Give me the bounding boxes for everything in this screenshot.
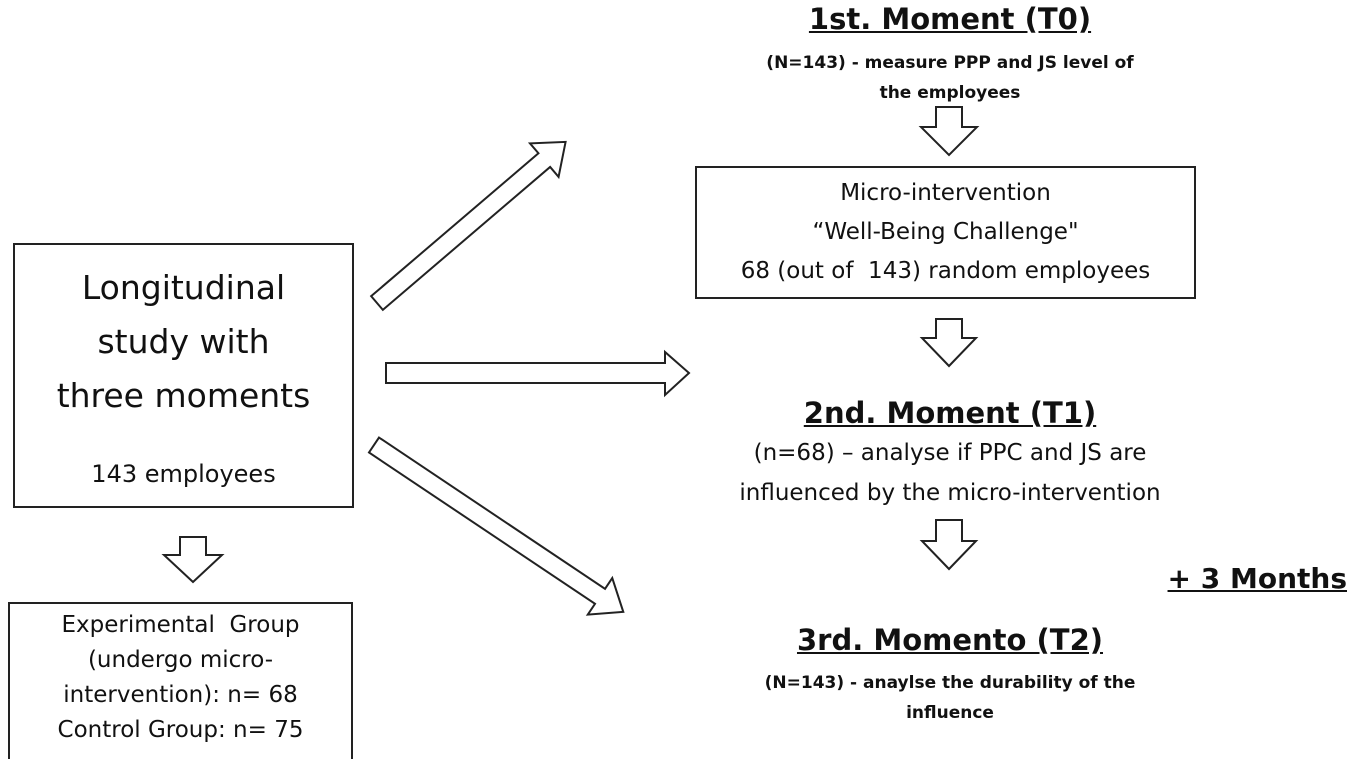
moment-t1-desc-line-1: (n=68) – analyse if PPC and JS are bbox=[753, 440, 1147, 466]
intervention-title: Micro-intervention bbox=[840, 180, 1051, 206]
groups-box: Experimental Group (undergo micro- inter… bbox=[8, 602, 353, 759]
moment-t1-title: 2nd. Moment (T1) bbox=[803, 396, 1097, 430]
arrow-to-t2 bbox=[367, 436, 625, 616]
control-group-label: Control Group: n= 75 bbox=[57, 717, 304, 743]
arrow-down-main bbox=[161, 536, 225, 584]
arrow-to-t0 bbox=[369, 140, 567, 312]
moment-t0: 1st. Moment (T0) (N=143) - measure PPP a… bbox=[660, 0, 1240, 108]
study-title-line-3: three moments bbox=[56, 376, 311, 415]
arrow-down-t0 bbox=[918, 106, 980, 157]
moment-t1-description: (n=68) – analyse if PPC and JS are influ… bbox=[660, 433, 1240, 513]
intervention-sample: 68 (out of 143) random employees bbox=[740, 258, 1151, 284]
study-overview-box: Longitudinal study with three moments 14… bbox=[13, 243, 354, 508]
moment-t2: 3rd. Momento (T2) (N=143) - anaylse the … bbox=[660, 620, 1240, 728]
study-title-line-1: Longitudinal bbox=[81, 268, 286, 307]
arrow-to-t1 bbox=[385, 349, 691, 398]
study-title-line-2: study with bbox=[97, 322, 270, 361]
experimental-group-detail-2: intervention): n= 68 bbox=[63, 682, 298, 708]
moment-t0-desc-line-2: the employees bbox=[879, 83, 1021, 103]
arrow-down-t1 bbox=[919, 519, 979, 571]
arrow-down-intervention bbox=[919, 318, 979, 368]
time-gap-label: + 3 Months bbox=[1167, 562, 1347, 595]
experimental-group-detail-1: (undergo micro- bbox=[87, 647, 274, 673]
moment-t2-desc-line-2: influence bbox=[906, 703, 994, 723]
moment-t1: 2nd. Moment (T1) (n=68) – analyse if PPC… bbox=[660, 393, 1240, 513]
intervention-name: “Well-Being Challenge" bbox=[812, 219, 1079, 245]
moment-t2-title: 3rd. Momento (T2) bbox=[796, 623, 1103, 657]
experimental-group-label: Experimental Group bbox=[61, 612, 300, 638]
moment-t0-description: (N=143) - measure PPP and JS level of th… bbox=[660, 48, 1240, 108]
moment-t2-description: (N=143) - anaylse the durability of the … bbox=[660, 668, 1240, 728]
moment-t0-desc-line-1: (N=143) - measure PPP and JS level of bbox=[766, 53, 1134, 73]
intervention-box: Micro-intervention “Well-Being Challenge… bbox=[695, 166, 1196, 299]
moment-t2-desc-line-1: (N=143) - anaylse the durability of the bbox=[764, 673, 1136, 693]
moment-t0-title: 1st. Moment (T0) bbox=[808, 2, 1092, 36]
study-title: Longitudinal study with three moments bbox=[15, 261, 352, 423]
employee-count: 143 employees bbox=[91, 460, 276, 488]
moment-t1-desc-line-2: influenced by the micro-intervention bbox=[739, 480, 1161, 506]
